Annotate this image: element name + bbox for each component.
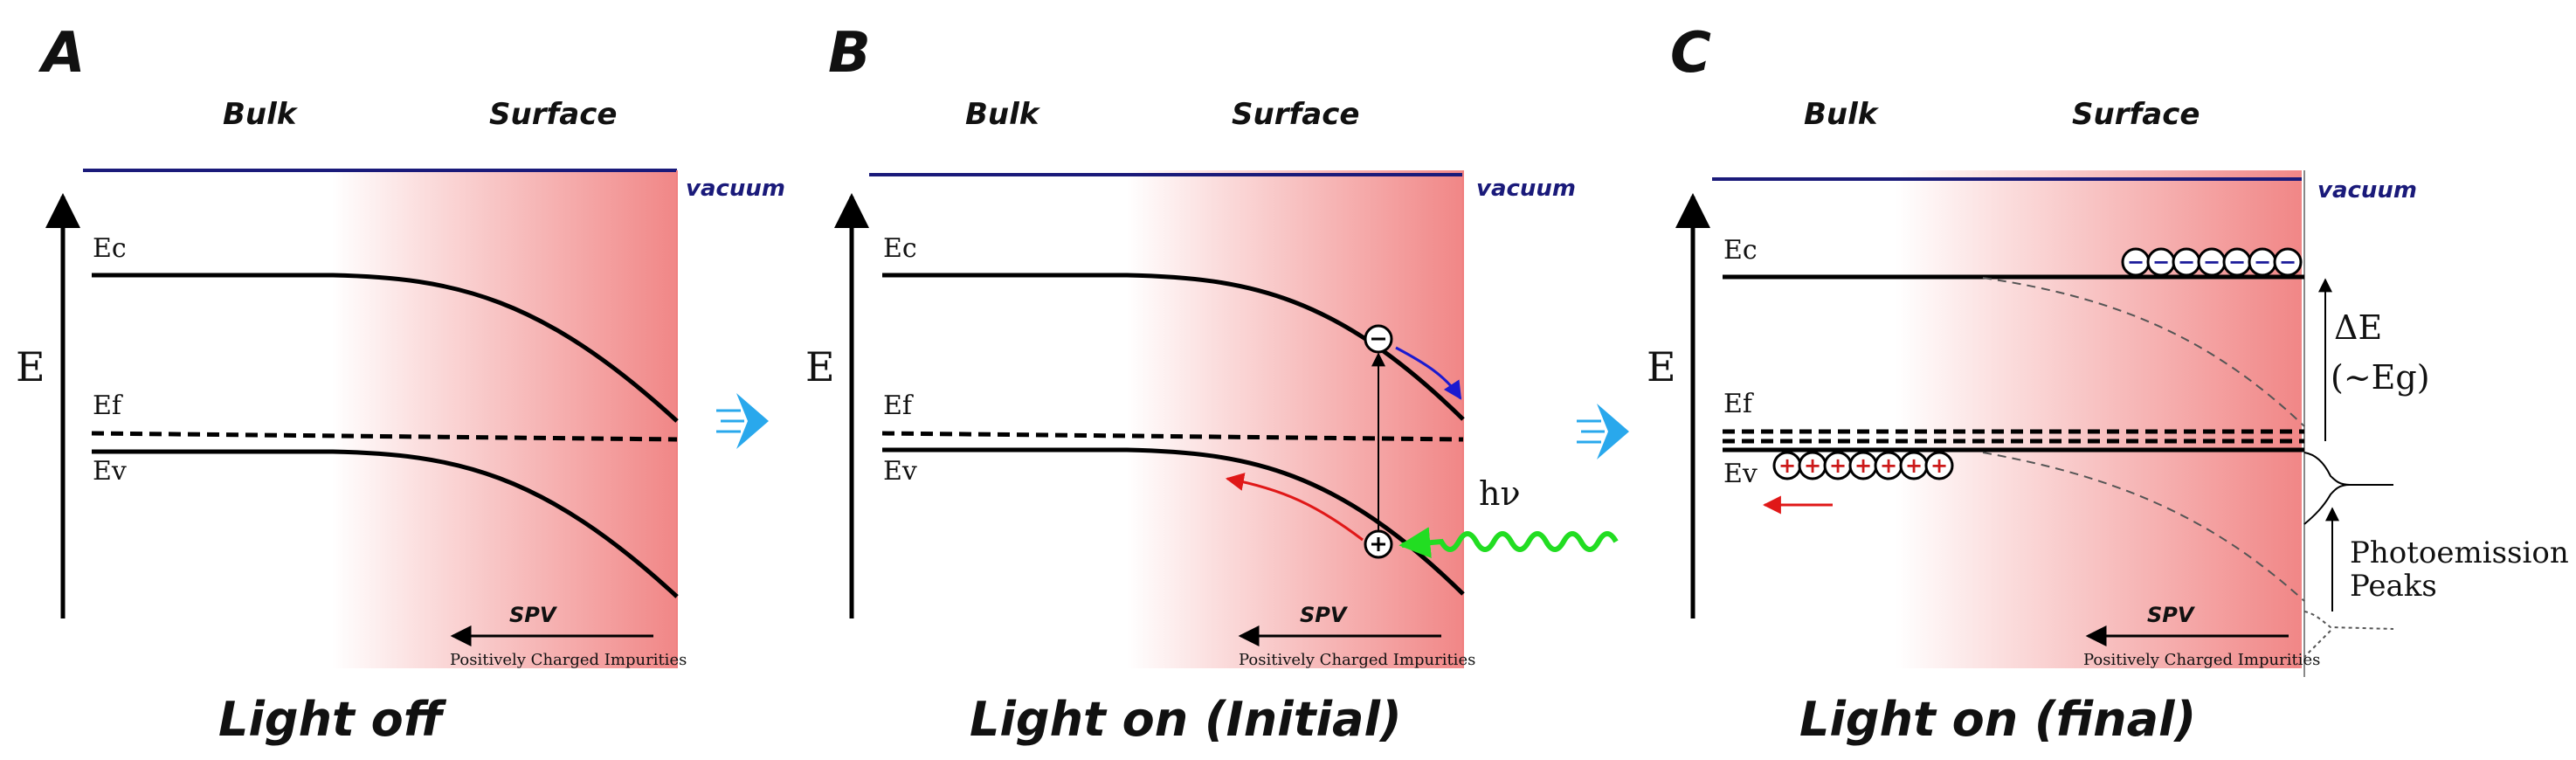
panel-a-impurities-label: Positively Charged Impurities	[450, 651, 687, 669]
panel-a-axis-label: E	[16, 343, 45, 390]
panel-c-delta-label: ΔE	[2334, 308, 2382, 347]
panel-c-ec-original-dashed	[1982, 277, 2305, 427]
svg-text:+: +	[1930, 453, 1948, 478]
svg-text:+: +	[1880, 453, 1897, 478]
panel-c-peak-solid	[2303, 452, 2393, 525]
panel-a-vacuum-label: vacuum	[686, 176, 785, 202]
panel-a-ec-band	[92, 273, 679, 423]
panel-c-ef-label: Ef	[1723, 389, 1754, 419]
panel-a-letter: A	[38, 21, 86, 86]
panel-b-ec-band	[882, 273, 1465, 421]
panel-c-electron: −	[2172, 247, 2201, 277]
panel-a-ev-label: Ev	[93, 456, 127, 487]
svg-text:+: +	[1804, 453, 1821, 478]
panel-c-photoemission-label: Photoemission	[2350, 535, 2569, 570]
panel-a-spv-label: SPV	[509, 603, 558, 627]
panel-c-electron: −	[2121, 247, 2151, 277]
panel-c-peak-dotted	[2303, 611, 2394, 658]
panel-a-ec-label: Ec	[93, 233, 127, 264]
svg-text:+: +	[1778, 453, 1796, 478]
panel-c-peaks-label: Peaks	[2350, 569, 2437, 604]
svg-text:−: −	[2152, 250, 2170, 274]
panel-b-ef-label: Ef	[883, 390, 914, 421]
panel-c-hole-row: + + + + + + +	[1772, 451, 1954, 480]
panel-b-ev-label: Ev	[883, 456, 917, 487]
panel-c-surface-region	[1896, 170, 2302, 668]
panel-b-electron-drift-arrow	[1395, 346, 1462, 400]
panel-a-surface-region	[332, 170, 677, 668]
panel-c: C Bulk Surface vacuum E Ec Ef Ev −−−−−−−…	[1647, 21, 2569, 747]
panel-c-ev-label: Ev	[1723, 459, 1758, 489]
transition-arrow-icon	[1597, 404, 1629, 459]
svg-text:+: +	[1829, 453, 1847, 478]
panel-c-bulk-label: Bulk	[1804, 97, 1880, 132]
panel-b-bulk-label: Bulk	[965, 97, 1041, 132]
panel-c-eg-label: (~Eg)	[2331, 358, 2430, 397]
panel-a-surface-label: Surface	[489, 97, 617, 132]
panel-c-electron-row: −−−−−−−	[2121, 247, 2303, 277]
panel-c-electron: −	[2222, 247, 2252, 277]
panel-b-hole	[1364, 529, 1393, 559]
panel-c-electron: −	[2273, 247, 2303, 277]
panel-b-vacuum-label: vacuum	[1476, 176, 1576, 202]
panel-b-hole-drift-arrow	[1225, 473, 1364, 542]
panel-b: B Bulk Surface vacuum E Ec Ef Ev hν SPV	[805, 21, 1619, 747]
panel-c-letter: C	[1670, 21, 1711, 86]
panel-b-surface-label: Surface	[1232, 97, 1359, 132]
panel-c-spv-label: SPV	[2147, 603, 2196, 627]
panel-b-photon-wave	[1398, 527, 1619, 559]
panel-c-ec-label: Ec	[1723, 235, 1758, 266]
panel-a: A Bulk Surface vacuum E Ec Ef Ev SPV Pos…	[16, 21, 785, 747]
panel-b-caption: Light on (Initial)	[970, 692, 1402, 747]
panel-a-ef-level	[91, 431, 678, 442]
panel-a-ev-band	[92, 449, 679, 598]
panel-b-surface-region	[1127, 170, 1463, 668]
svg-text:+: +	[1905, 453, 1923, 478]
panel-c-vacuum-label: vacuum	[2317, 177, 2417, 204]
panel-b-ef-level	[881, 431, 1464, 442]
panel-b-spv-label: SPV	[1300, 603, 1349, 627]
panel-c-ev-original-dashed	[1982, 452, 2305, 602]
panel-a-caption: Light off	[218, 692, 447, 747]
svg-text:−: −	[2203, 250, 2220, 274]
svg-text:−: −	[2178, 250, 2195, 274]
panel-c-caption: Light on (final)	[1799, 692, 2196, 747]
panel-c-surface-label: Surface	[2072, 97, 2200, 132]
svg-text:−: −	[2279, 250, 2296, 274]
panel-c-hole: +	[1798, 451, 1827, 480]
svg-text:−: −	[2254, 250, 2271, 274]
panel-b-axis-label: E	[805, 343, 835, 390]
panel-c-electron: −	[2197, 247, 2227, 277]
panel-c-hole: +	[1924, 451, 1954, 480]
panel-c-hole: +	[1899, 451, 1929, 480]
transition-arrow-icon	[736, 393, 769, 449]
panel-b-photon-label: hν	[1479, 474, 1521, 513]
panel-c-hole: +	[1823, 451, 1853, 480]
panel-c-hole: +	[1874, 451, 1903, 480]
panel-c-electron: −	[2248, 247, 2277, 277]
panel-c-impurities-label: Positively Charged Impurities	[2083, 651, 2320, 669]
panel-b-letter: B	[828, 21, 871, 86]
panel-b-ec-label: Ec	[883, 233, 917, 264]
svg-text:−: −	[2127, 250, 2144, 274]
panel-b-electron	[1364, 324, 1393, 354]
panel-a-bulk-label: Bulk	[223, 97, 299, 132]
transition-arrow-a-b	[716, 393, 769, 449]
panel-c-electron: −	[2146, 247, 2176, 277]
panel-c-hole: +	[1848, 451, 1878, 480]
panel-a-ef-label: Ef	[93, 390, 123, 421]
panel-b-impurities-label: Positively Charged Impurities	[1239, 651, 1475, 669]
panel-c-hole: +	[1772, 451, 1802, 480]
svg-text:−: −	[2228, 250, 2246, 274]
panel-c-axis-label: E	[1647, 343, 1676, 390]
transition-arrow-b-c	[1577, 404, 1629, 459]
svg-text:+: +	[1854, 453, 1872, 478]
